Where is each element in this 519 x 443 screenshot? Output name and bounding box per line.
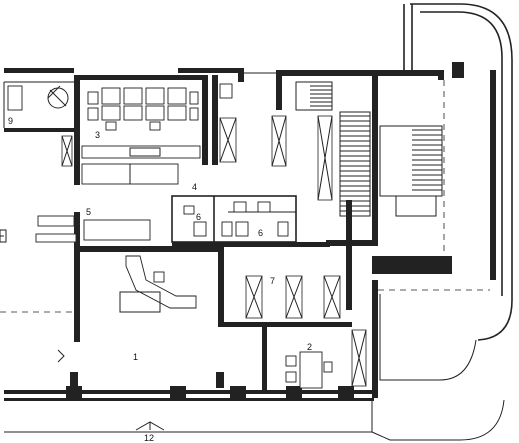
wc-rooms bbox=[171, 195, 297, 243]
room-7-furniture bbox=[245, 275, 341, 319]
room-label-6a: 6 bbox=[196, 212, 201, 222]
room-2-furniture bbox=[285, 329, 367, 389]
room-label-6b: 6 bbox=[258, 228, 263, 238]
room-label-1: 1 bbox=[133, 352, 138, 362]
room-label-3: 3 bbox=[95, 130, 100, 140]
room-label-7: 7 bbox=[270, 276, 275, 286]
exterior-walls bbox=[4, 3, 513, 401]
reception-counter bbox=[119, 255, 197, 313]
room-9-furniture bbox=[7, 85, 73, 167]
room-5-furniture bbox=[35, 215, 151, 243]
stairs bbox=[271, 81, 443, 217]
section-marker bbox=[135, 421, 165, 431]
room-label-9: 9 bbox=[8, 116, 13, 126]
room-3-furniture bbox=[81, 83, 237, 185]
room-label-2: 2 bbox=[307, 342, 312, 352]
room-label-4: 4 bbox=[192, 182, 197, 192]
secondary-lines bbox=[0, 72, 505, 441]
room-labels: 9 3 4 5 6 6 7 1 2 12 bbox=[8, 116, 312, 443]
section-marker-label: 12 bbox=[144, 433, 154, 443]
room-label-5: 5 bbox=[86, 207, 91, 217]
